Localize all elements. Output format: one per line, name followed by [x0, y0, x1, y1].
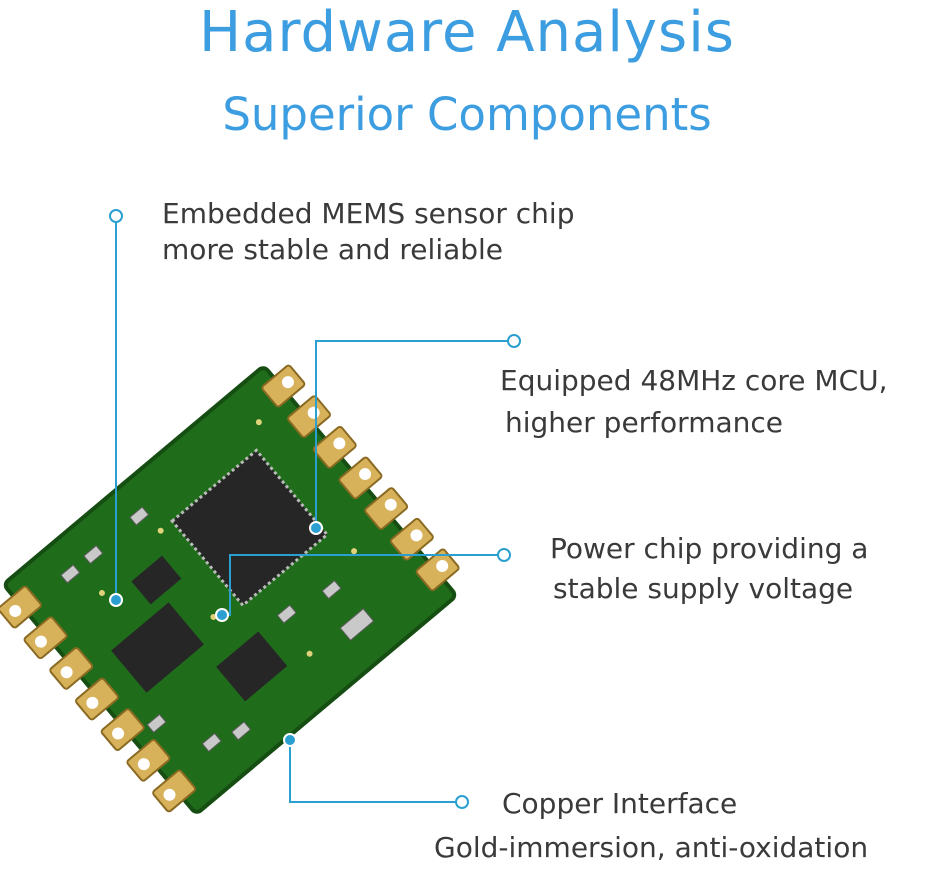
callout-power-line2: stable supply voltage: [553, 572, 854, 605]
copper-callout-dot: [455, 795, 469, 809]
callout-copper-line2: Gold-immersion, anti-oxidation: [434, 831, 869, 864]
callout-mems: Embedded MEMS sensor chip more stable an…: [162, 196, 574, 268]
callout-mcu: Equipped 48MHz core MCU, higher performa…: [500, 360, 888, 444]
page-subtitle: Superior Components: [222, 88, 712, 141]
power-callout-dot: [497, 548, 511, 562]
mcu-chip: [170, 448, 330, 608]
mcu-leader: [315, 340, 508, 528]
mems-chip: [111, 602, 204, 693]
callout-copper: Copper Interface Gold-immersion, anti-ox…: [434, 782, 868, 870]
callout-power-line1: Power chip providing a: [550, 532, 869, 565]
power-chip: [216, 631, 288, 702]
gold-pads-left: [0, 585, 197, 813]
callout-copper-line1: Copper Interface: [502, 787, 738, 820]
callout-power: Power chip providing a stable supply vol…: [550, 529, 868, 609]
pcb-module: [0, 364, 460, 814]
callout-mcu-line2: higher performance: [505, 406, 784, 439]
callout-mcu-line1: Equipped 48MHz core MCU,: [500, 364, 888, 397]
page-title: Hardware Analysis: [199, 0, 735, 65]
leader-endpoints: [109, 209, 521, 809]
leader-targets: [109, 521, 323, 747]
mcu-callout-dot: [507, 334, 521, 348]
callout-mems-line1: Embedded MEMS sensor chip: [162, 197, 575, 230]
callout-mems-line2: more stable and reliable: [162, 233, 504, 266]
copper-leader: [289, 742, 456, 803]
mems-callout-dot: [109, 209, 123, 223]
